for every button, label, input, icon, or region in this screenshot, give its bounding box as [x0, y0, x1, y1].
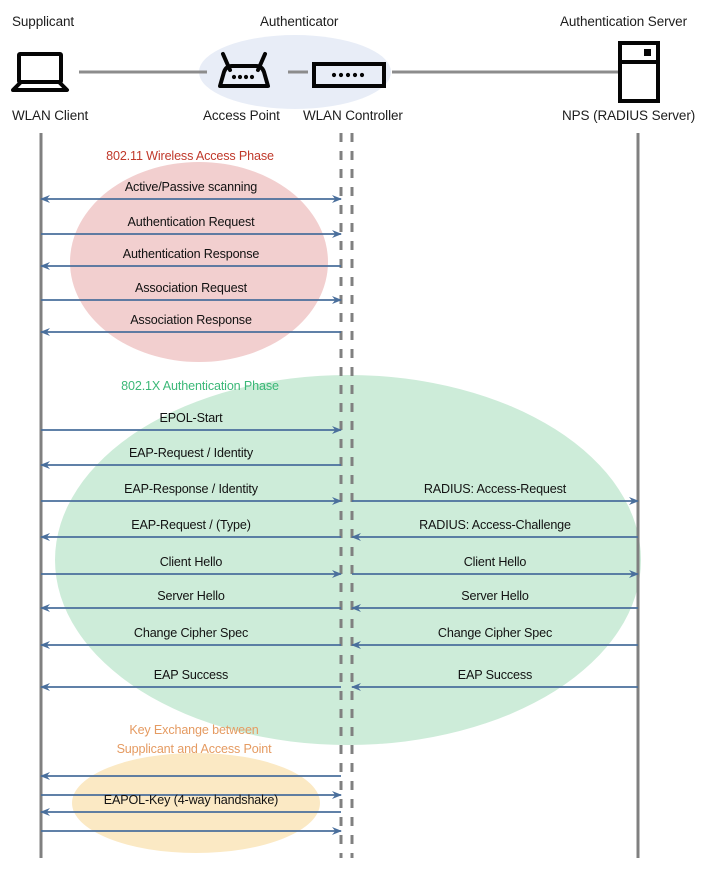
- phase-label-key-exchange: Key Exchange between Supplicant and Acce…: [0, 721, 388, 759]
- message-right-eap-success-5-label: EAP Success: [457, 668, 533, 682]
- lifelines: [39, 133, 640, 858]
- message-left-client-hello-9-label: Client Hello: [159, 555, 223, 569]
- actor-device-wlan-client: WLAN Client: [12, 108, 89, 123]
- message-arrows: [40, 195, 639, 835]
- phase-8021x-ellipse: [55, 375, 641, 745]
- actor-role-authentication-server: Authentication Server: [560, 14, 687, 29]
- message-left-eap-request-type-8-label: EAP-Request / (Type): [131, 518, 251, 532]
- phase-key-line-1: Key Exchange between: [129, 723, 259, 737]
- laptop-icon: [11, 52, 69, 92]
- message-left-change-cipher-spec-11-label: Change Cipher Spec: [133, 626, 249, 640]
- message-left-epol-start-5-label: EPOL-Start: [159, 411, 223, 425]
- phase-backgrounds: [55, 162, 641, 853]
- actor-device-nps-radius-server: NPS (RADIUS Server): [562, 108, 696, 123]
- server-icon: [618, 41, 660, 103]
- message-left-authentication-request-1-label: Authentication Request: [127, 215, 255, 229]
- message-left-eap-request-identity-6-label: EAP-Request / Identity: [128, 446, 254, 460]
- message-left-eap-success-12-label: EAP Success: [153, 668, 229, 682]
- actor-device-access-point: Access Point: [203, 108, 280, 123]
- message-right-radius-access-challenge-1-label: RADIUS: Access-Challenge: [419, 518, 571, 532]
- message-left-association-request-3-label: Association Request: [135, 281, 247, 295]
- message-left-authentication-response-2-label: Authentication Response: [122, 247, 260, 261]
- message-right-server-hello-3-label: Server Hello: [461, 589, 529, 603]
- message-left-active-passive-scanning-0-label: Active/Passive scanning: [124, 180, 258, 194]
- message-right-client-hello-2-label: Client Hello: [463, 555, 527, 569]
- message-left-association-response-4-label: Association Response: [130, 313, 252, 327]
- message-left-eapol-key-4-way-handshake-15-label: EAPOL-Key (4-way handshake): [103, 793, 279, 807]
- phase-key-line-2: Supplicant and Access Point: [116, 742, 272, 756]
- phase-80211-ellipse: [70, 162, 328, 362]
- message-left-eap-response-identity-7-label: EAP-Response / Identity: [124, 482, 258, 496]
- actor-device-wlan-controller: WLAN Controller: [303, 108, 403, 123]
- message-right-radius-access-request-0-label: RADIUS: Access-Request: [423, 482, 567, 496]
- wireless-access-point-icon: [218, 52, 270, 88]
- message-left-server-hello-10-label: Server Hello: [157, 589, 225, 603]
- wlan-controller-icon: [312, 62, 386, 88]
- actor-role-supplicant: Supplicant: [12, 14, 75, 29]
- phase-label-8021x: 802.1X Authentication Phase: [121, 379, 279, 393]
- actor-role-authenticator: Authenticator: [260, 14, 339, 29]
- message-right-change-cipher-spec-4-label: Change Cipher Spec: [437, 626, 553, 640]
- phase-key-ellipse: [72, 753, 320, 853]
- phase-label-80211: 802.11 Wireless Access Phase: [106, 149, 274, 163]
